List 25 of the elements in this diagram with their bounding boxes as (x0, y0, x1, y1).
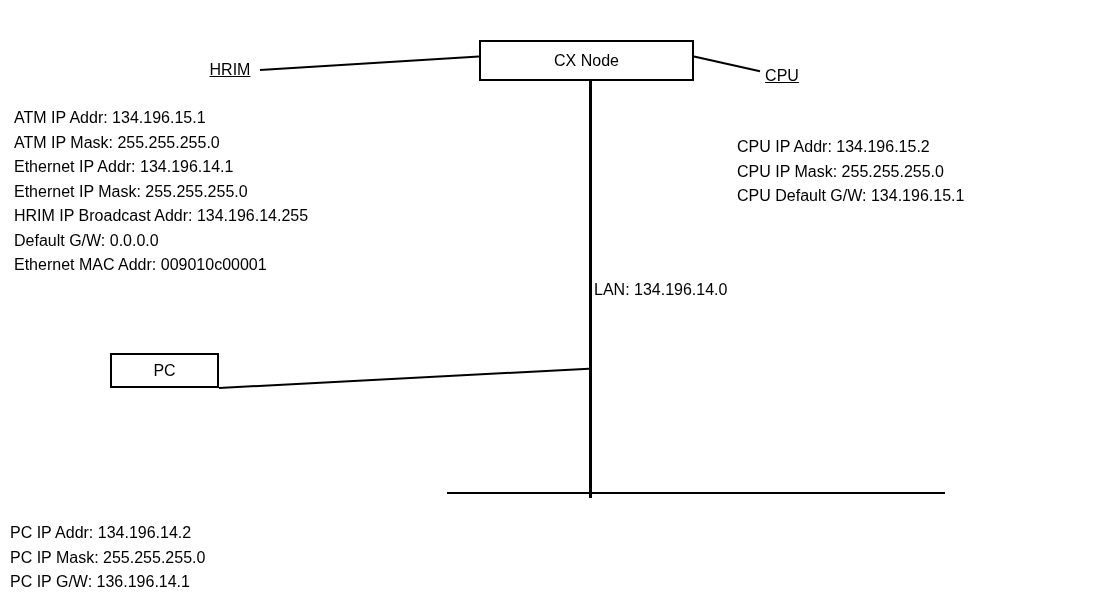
info-text: CPU IP Mask: 255.255.255.0 (737, 161, 944, 182)
bus-line (447, 492, 945, 494)
info-text: ATM IP Addr: 134.196.15.1 (14, 108, 206, 128)
device-label: HRIM (209, 60, 251, 80)
info-text: CPU IP Addr: 134.196.15.2 (737, 137, 930, 157)
info-text: PC IP Addr: 134.196.14.2 (10, 523, 192, 543)
info-text: CPU Default G/W: 134.196.15.1 (737, 186, 965, 206)
connector-line (693, 55, 761, 73)
node-box (479, 40, 694, 81)
info-text: ATM IP Mask: 255.255.255.0 (14, 132, 220, 153)
info-text: LAN: 134.196.14.0 (594, 280, 728, 300)
info-text: Ethernet IP Mask: 255.255.255.0 (14, 181, 248, 202)
info-text: HRIM IP Broadcast Addr: 134.196.14.255 (14, 206, 309, 226)
lan-line (589, 81, 592, 498)
info-text: PC IP G/W: 136.196.14.1 (10, 572, 190, 592)
info-text: Default G/W: 0.0.0.0 (14, 230, 159, 251)
connector-line (259, 55, 480, 71)
connector-line (218, 367, 590, 389)
node-label: CX Node (554, 50, 619, 71)
device-label: CPU (765, 66, 799, 86)
info-text: Ethernet MAC Addr: 009010c00001 (14, 255, 267, 275)
info-text: Ethernet IP Addr: 134.196.14.1 (14, 157, 234, 177)
node-label: PC (153, 360, 176, 381)
node-box (110, 353, 219, 388)
info-text: PC IP Mask: 255.255.255.0 (10, 547, 206, 568)
